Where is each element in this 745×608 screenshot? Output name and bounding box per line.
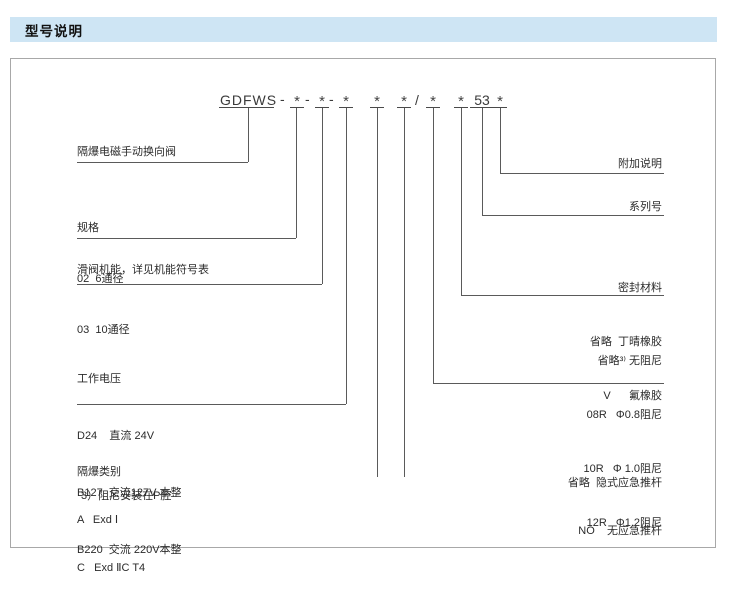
model-code-dash: - [280,91,285,107]
connector-hline-additional [500,173,664,174]
section-title: 型号说明 [25,23,83,39]
label-seal: 密封材料 省略 丁晴橡胶 V 氟橡胶 [590,243,662,441]
model-code-dash: - [329,91,334,107]
connector-vline-seal [461,108,462,295]
code-underline [426,107,440,108]
label-pushrod: 省略 隐式应急推杆 NO 无应急推杆 [568,443,662,571]
label-valve-name: 隔爆电磁手动换向阀 [77,146,176,158]
connector-hline-spec [77,238,296,239]
model-code-prefix: GDFWS [220,92,278,108]
diagram-panel: GDFWS - * - * - * * * / * * 53 * 隔爆电磁手动换… [10,58,716,574]
label-voltage: 工作电压 D24 直流 24V B127 交流127V 本整 B220 交流 2… [77,332,182,598]
model-code-star: * [294,93,300,110]
code-underline [290,107,304,108]
label-footnote: 3）阻尼安装在P腔 [81,490,172,502]
model-code-star: * [374,93,380,110]
code-underline [219,107,274,108]
label-series: 系列号 [629,201,662,213]
label-exproof-item: A Exd Ⅰ [77,514,119,526]
code-underline [339,107,353,108]
label-damping-item: 12R Φ1.2阻尼 [586,517,662,529]
code-underline [370,107,384,108]
code-underline [454,107,468,108]
code-underline [315,107,329,108]
model-code-star: * [401,93,407,110]
label-damping-item: 省略³⁾ 无阻尼 [597,355,662,367]
connector-hline-series [482,215,664,216]
connector-hline-valve-name [77,162,248,163]
label-seal-item: V 氟橡胶 [603,390,662,402]
connector-hline-damping [433,383,664,384]
connector-vline-damping [433,108,434,383]
label-seal-title: 密封材料 [618,282,662,294]
connector-vline-additional [500,108,501,173]
label-voltage-item: B127 交流127V 本整 [77,487,182,499]
section-header: 型号说明 [10,17,717,42]
label-additional: 附加说明 [618,158,662,170]
code-underline [397,107,411,108]
connector-vline-voltage [346,108,347,404]
label-spec-title: 规格 [77,222,99,234]
label-pushrod-item: 省略 隐式应急推杆 [567,477,662,489]
label-pushrod-item: NO 无应急推杆 [578,525,662,537]
label-spool-function: 滑阀机能，详见机能符号表 [77,264,209,276]
connector-hline-voltage [77,404,346,405]
label-exproof-title: 隔爆类别 [77,466,121,478]
connector-vline-exproof [377,108,378,477]
label-damping: 省略³⁾ 无阻尼 08R Φ0.8阻尼 10R Φ 1.0阻尼 12R Φ1.2… [584,316,662,568]
model-code-star: * [430,93,436,110]
code-underline [493,107,507,108]
model-code-series-number: 53 [474,92,490,108]
label-spec-item: 02 6通径 [77,273,124,285]
label-spec: 规格 02 6通径 03 10通径 [77,186,130,373]
model-code-star: * [497,93,503,110]
connector-vline-valve-name [248,108,249,162]
label-voltage-item: D24 直流 24V [77,430,155,442]
connector-vline-spool [322,108,323,284]
label-damping-item: 10R Φ 1.0阻尼 [583,463,662,475]
model-code-slash: / [415,92,419,108]
connector-hline-seal [461,295,664,296]
label-exproof-item: C Exd ⅡC T4 [77,562,146,574]
model-code-star: * [458,93,464,110]
model-code-star: * [319,93,325,110]
label-voltage-item: B220 交流 220V本整 [77,544,182,556]
code-underline [470,107,494,108]
label-spec-item: 03 10通径 [77,324,130,336]
model-code-star: * [343,93,349,110]
connector-vline-series [482,108,483,215]
label-voltage-title: 工作电压 [77,373,121,385]
connector-vline-pushrod [404,108,405,477]
connector-hline-spool [77,284,322,285]
model-code-dash: - [305,91,310,107]
label-seal-item: 省略 丁晴橡胶 [589,336,662,348]
label-damping-item: 08R Φ0.8阻尼 [586,409,662,421]
connector-vline-spec [296,108,297,238]
label-exproof: 隔爆类别 A Exd Ⅰ C Exd ⅡC T4 [77,432,145,608]
